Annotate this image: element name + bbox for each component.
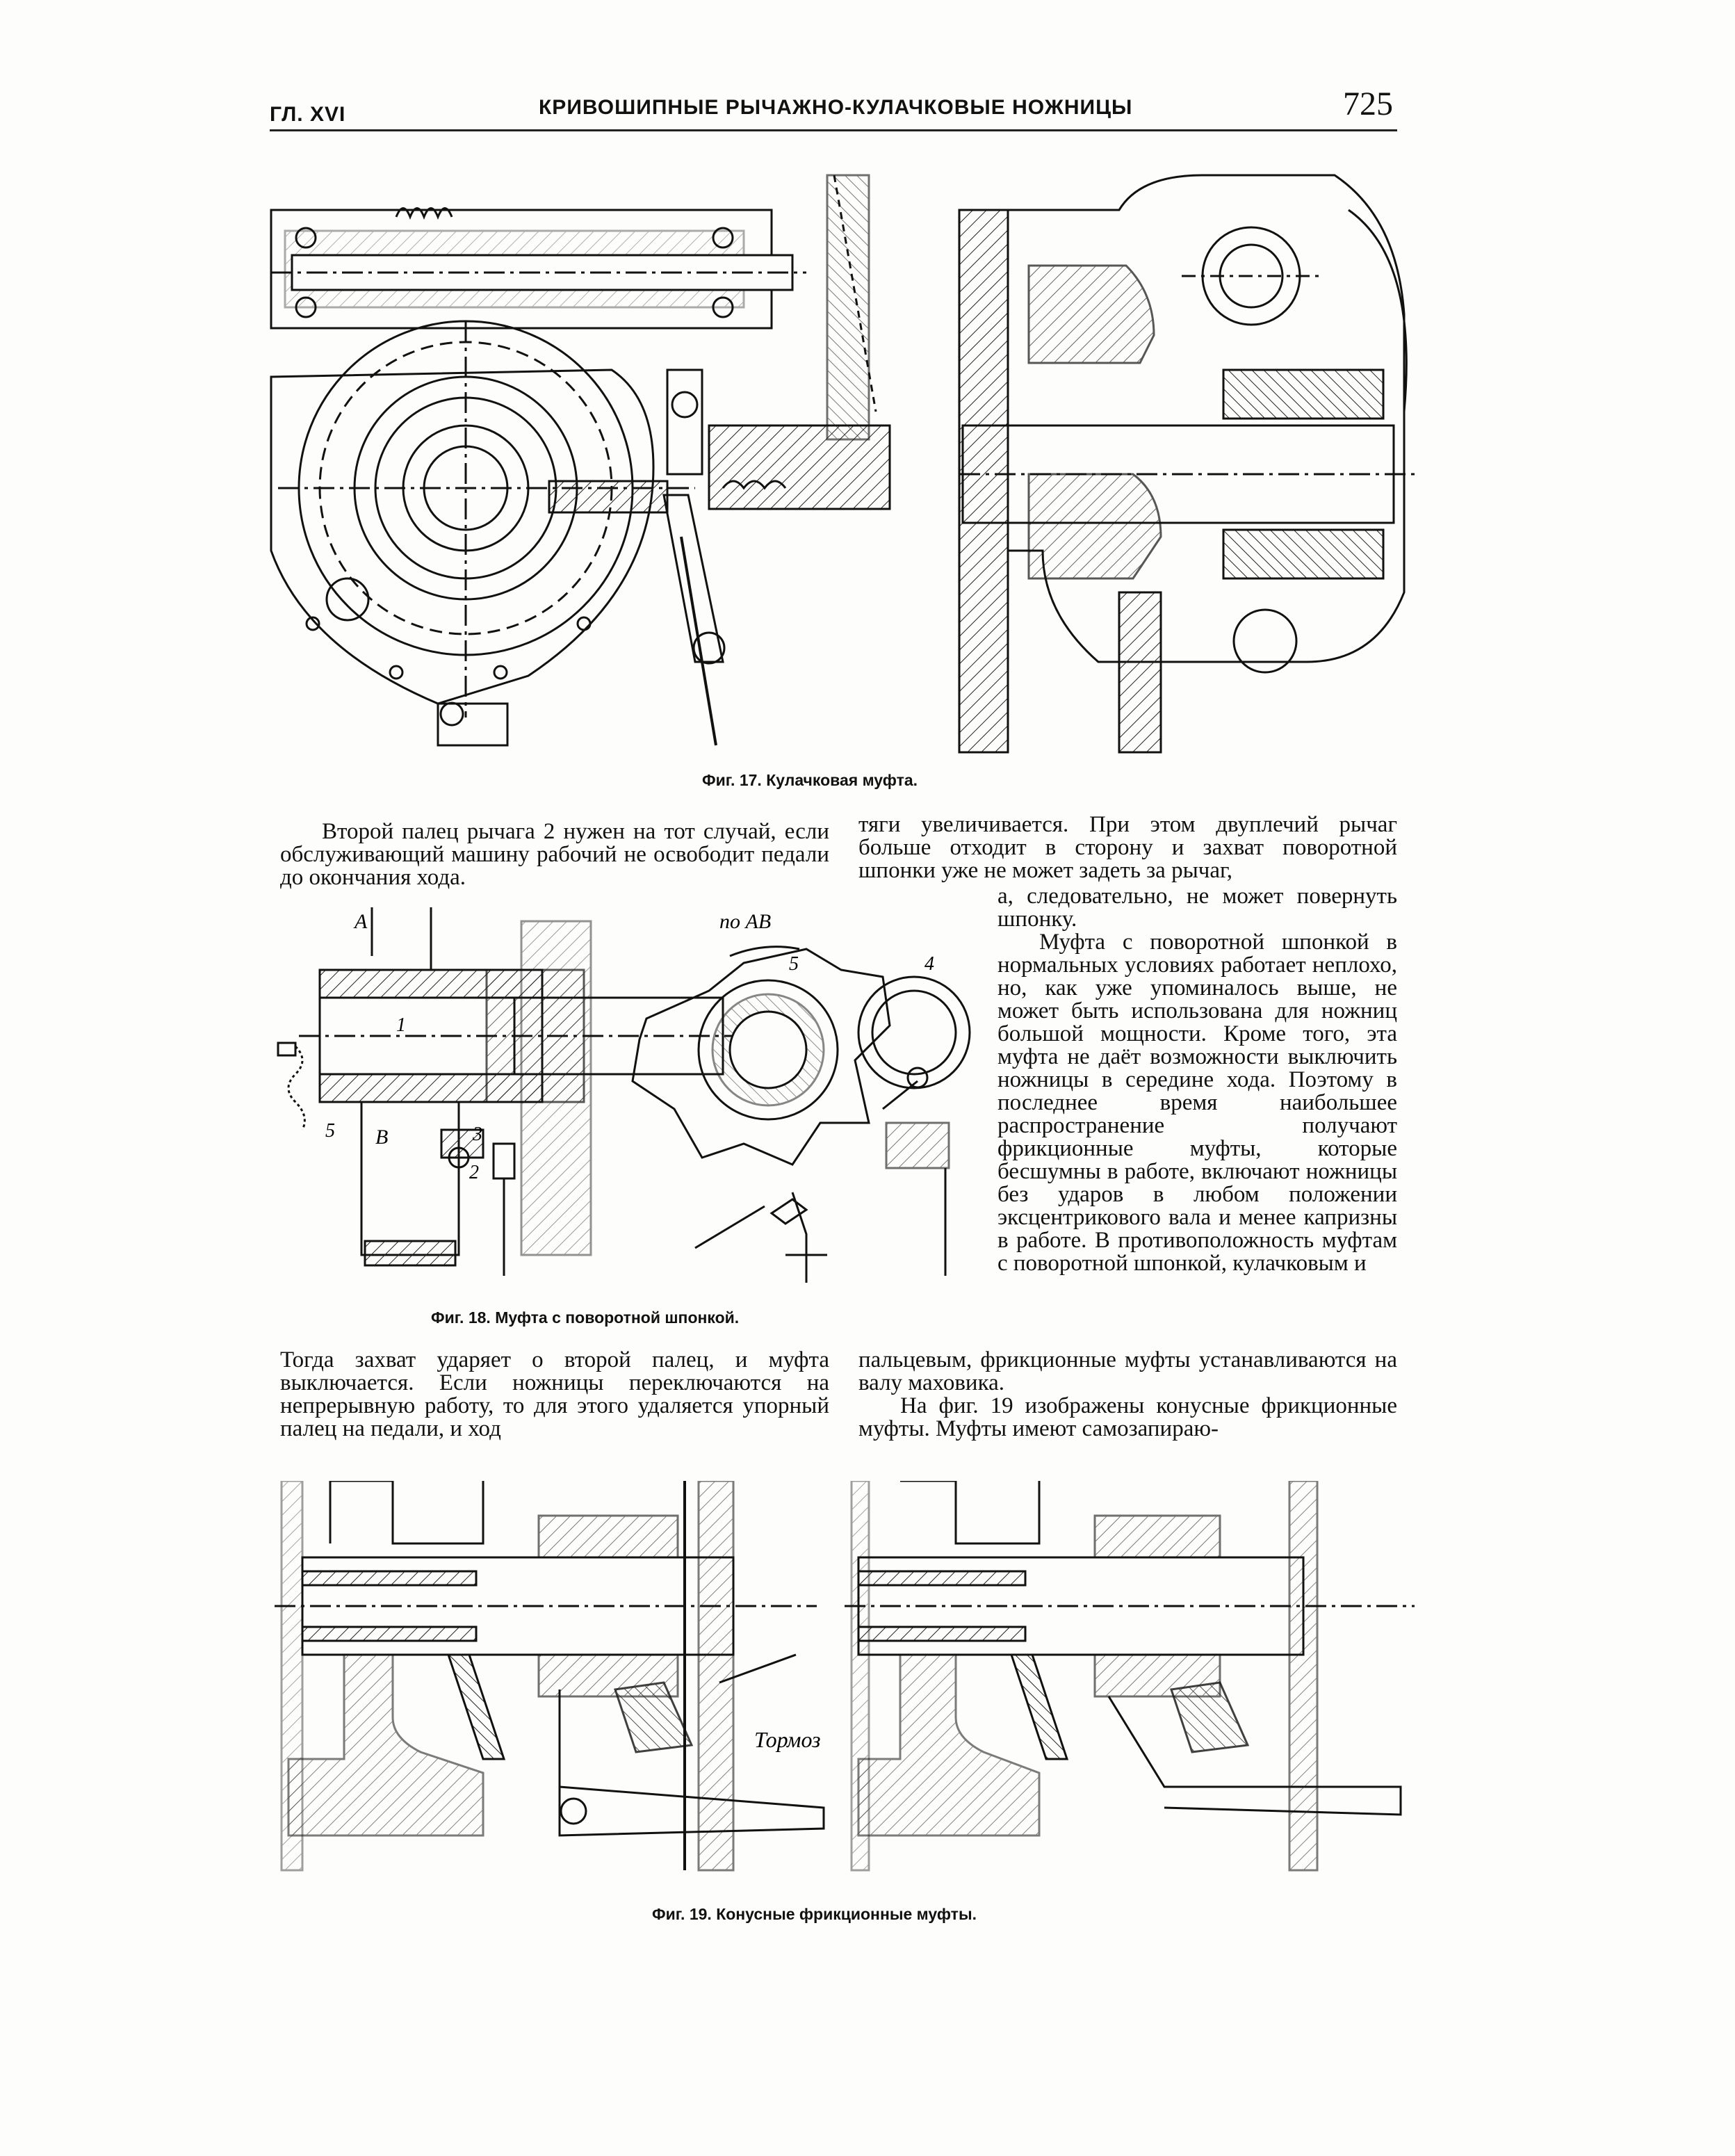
left-column-bottom: Тогда захват ударяет о второй палец, и м… [280,1349,829,1441]
fig18-drawing: A B по AB 1 2 3 4 5 5 [277,907,971,1283]
right-column-narrow: а, следовательно, не может повернуть шпо… [997,885,1397,1275]
left-column-top: Второй палец рычага 2 нужен на тот случа… [280,820,829,889]
fig19-drawing: Тормоз [275,1481,1415,1872]
fig18-label-1: 1 [396,1014,406,1036]
fig18-caption: Фиг. 18. Муфта с поворотной шпонкой. [431,1308,740,1327]
page-number: 725 [1343,86,1393,122]
paragraph: а, следовательно, не может повернуть шпо… [997,884,1397,932]
fig18-label-3: 3 [472,1124,482,1145]
fig17-drawing [270,174,1418,754]
paragraph: пальцевым, фрикционные муфты устанавлива… [858,1347,1397,1395]
right-column-top: тяги увеличивается. При этом двуплечий р… [858,813,1397,882]
fig18-label-2: 2 [469,1162,479,1183]
paragraph: Тогда захват ударяет о второй палец, и м… [280,1347,829,1441]
fig19-caption: Фиг. 19. Конусные фрикционные муфты. [652,1905,977,1923]
fig18-label-b: B [375,1126,388,1149]
fig18-label-5b: 5 [325,1120,335,1142]
running-title: КРИВОШИПНЫЕ РЫЧАЖНО-КУЛАЧКОВЫЕ НОЖНИЦЫ [539,96,1133,119]
fig18-label-section: по AB [719,910,771,933]
fig18-label-a: A [353,910,368,933]
fig18-label-5: 5 [789,953,799,975]
paragraph: тяги увеличивается. При этом двуплечий р… [858,812,1397,883]
fig19-label-brake: Тормоз [754,1727,821,1752]
paragraph: Второй палец рычага 2 нужен на тот случа… [280,819,829,890]
right-column-bottom: пальцевым, фрикционные муфты устанавлива… [858,1349,1397,1441]
paragraph: На фиг. 19 изображены конусные фрикционн… [858,1393,1397,1441]
paragraph: Муфта с поворотной шпонкой в нормальных … [997,930,1397,1276]
header-rule [270,129,1397,131]
fig18-label-4: 4 [924,953,934,975]
chapter-label: ГЛ. XVI [270,103,346,126]
fig17-caption: Фиг. 17. Кулачковая муфта. [702,771,918,789]
